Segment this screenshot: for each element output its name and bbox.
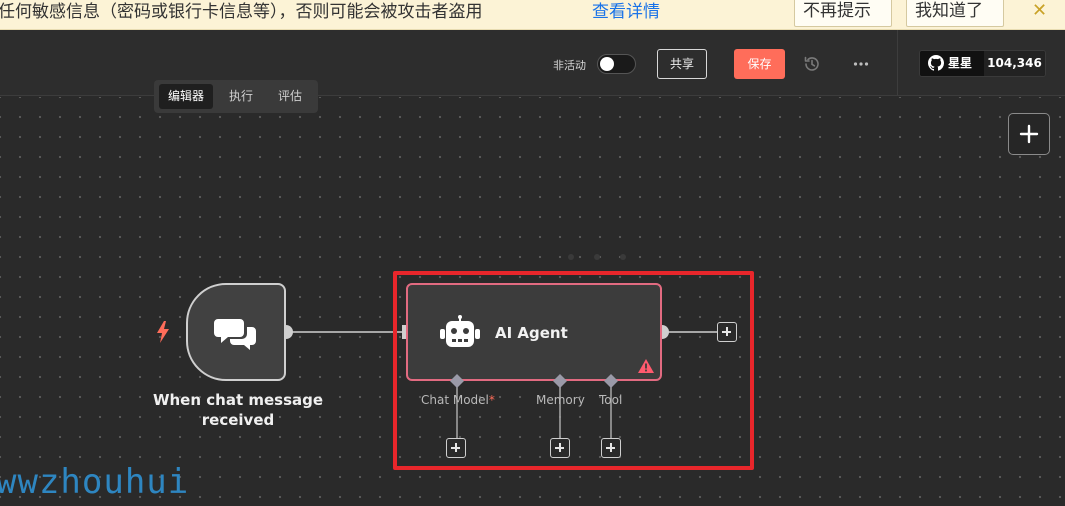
tab-evaluations[interactable]: 评估 [277, 89, 302, 103]
required-mark: * [488, 393, 495, 407]
save-button[interactable]: 保存 [734, 49, 785, 79]
node-toolbar-hint [568, 254, 626, 260]
robot-icon [440, 315, 480, 347]
add-next-node-button[interactable] [717, 322, 737, 342]
chat-trigger-node[interactable] [186, 283, 286, 381]
github-star-badge[interactable]: 星星 104,346 [919, 50, 1046, 77]
banner-details-link[interactable]: 查看详情 [592, 2, 660, 22]
active-status-label: 非活动 [553, 59, 586, 72]
github-icon [928, 55, 944, 71]
share-button[interactable]: 共享 [657, 49, 707, 79]
banner-message: 任何敏感信息（密码或银行卡信息等），否则可能会被攻击者盗用 [0, 2, 483, 22]
tool-label: Tool [599, 393, 623, 407]
more-options-icon[interactable] [852, 55, 870, 73]
tab-editor[interactable]: 编辑器 [159, 84, 213, 109]
add-node-button[interactable] [1008, 113, 1050, 155]
memory-label: Memory [536, 393, 585, 407]
watermark: wwzhouhui [0, 462, 190, 502]
plus-icon [1019, 124, 1039, 144]
github-star-button[interactable]: 星星 [920, 51, 984, 76]
warning-banner: 任何敏感信息（密码或银行卡信息等），否则可能会被攻击者盗用 查看详情 不再提示 … [0, 0, 1065, 30]
add-tool-button[interactable] [601, 438, 621, 458]
close-icon[interactable]: ✕ [1032, 0, 1048, 21]
history-icon[interactable] [803, 55, 821, 73]
chat-icon [214, 319, 256, 350]
github-star-label: 星星 [948, 56, 973, 70]
highlight-frame [393, 271, 754, 470]
trigger-node-label: When chat message received [152, 391, 324, 429]
ai-agent-node[interactable]: AI Agent [406, 283, 662, 381]
dont-show-again-button[interactable]: 不再提示 [794, 0, 892, 27]
lightning-icon [157, 321, 169, 343]
github-star-count: 104,346 [984, 51, 1045, 76]
active-toggle[interactable] [597, 54, 636, 74]
chat-model-label: Chat Model* [421, 393, 495, 407]
add-memory-button[interactable] [550, 438, 570, 458]
tab-executions[interactable]: 执行 [228, 89, 253, 103]
chat-model-text: Chat Model [421, 393, 489, 407]
warning-icon[interactable] [637, 358, 655, 374]
got-it-button[interactable]: 我知道了 [906, 0, 1004, 27]
topbar-divider [897, 30, 898, 96]
toggle-knob [600, 57, 614, 71]
agent-node-title: AI Agent [495, 324, 568, 342]
mode-tabs: 编辑器 执行 评估 [154, 80, 318, 113]
add-chat-model-button[interactable] [446, 438, 466, 458]
